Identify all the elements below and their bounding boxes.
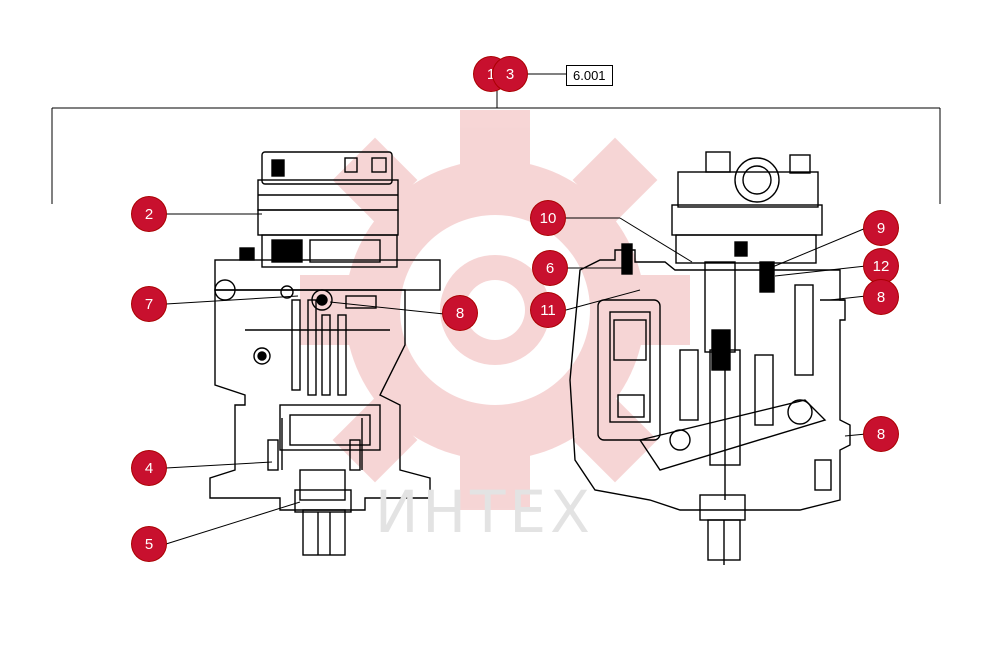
callout-6[interactable]: 6 [533,251,567,285]
callout-4[interactable]: 4 [132,451,166,485]
callout-8-right-top[interactable]: 8 [864,280,898,314]
left-pump-view [209,151,441,556]
reference-box[interactable]: 6.001 [566,65,613,86]
watermark-text: ИНТЕХ [375,478,594,546]
callout-11[interactable]: 11 [531,293,565,327]
callout-2[interactable]: 2 [132,197,166,231]
assembly-bracket [51,73,941,204]
callout-3[interactable]: 3 [493,57,527,91]
callout-8-left[interactable]: 8 [443,296,477,330]
callout-10[interactable]: 10 [531,201,565,235]
callout-8-right-bottom[interactable]: 8 [864,417,898,451]
callout-9[interactable]: 9 [864,211,898,245]
leader-lines [165,213,867,545]
callout-7[interactable]: 7 [132,287,166,321]
callout-12[interactable]: 12 [864,249,898,283]
right-pump-view [569,151,851,565]
callout-5[interactable]: 5 [132,527,166,561]
